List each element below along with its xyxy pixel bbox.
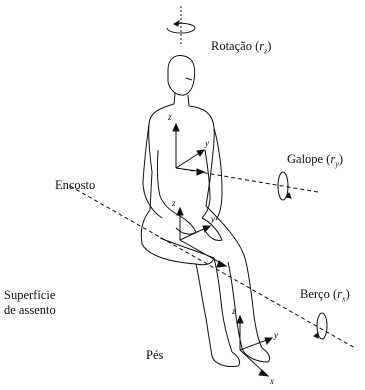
rotation-label: Rotação (rz) [211,39,271,59]
roll-label: Berço (rx) [300,287,350,307]
axis-letter-y: y [273,330,278,340]
backrest-axes [173,124,204,175]
rotation-arrow-icon [167,6,195,44]
seat-axes [177,208,226,267]
seat-axis-line [70,186,355,348]
backrest-label: Encosto [55,178,95,192]
axis-letter-y: y [204,138,209,148]
axis-letter-z: z [231,306,236,316]
feet-axes [237,316,272,376]
feet-label: Pés [146,348,163,362]
axis-letter-x: x [269,376,274,386]
seat-surface-label: Superfície de assento [4,288,56,318]
axis-letter-z: z [171,198,176,208]
pitch-label: Galope (ry) [287,152,343,172]
seated-human-figure [141,56,269,367]
axis-letter-z: z [167,112,172,122]
axis-letter-y: y [210,214,215,224]
